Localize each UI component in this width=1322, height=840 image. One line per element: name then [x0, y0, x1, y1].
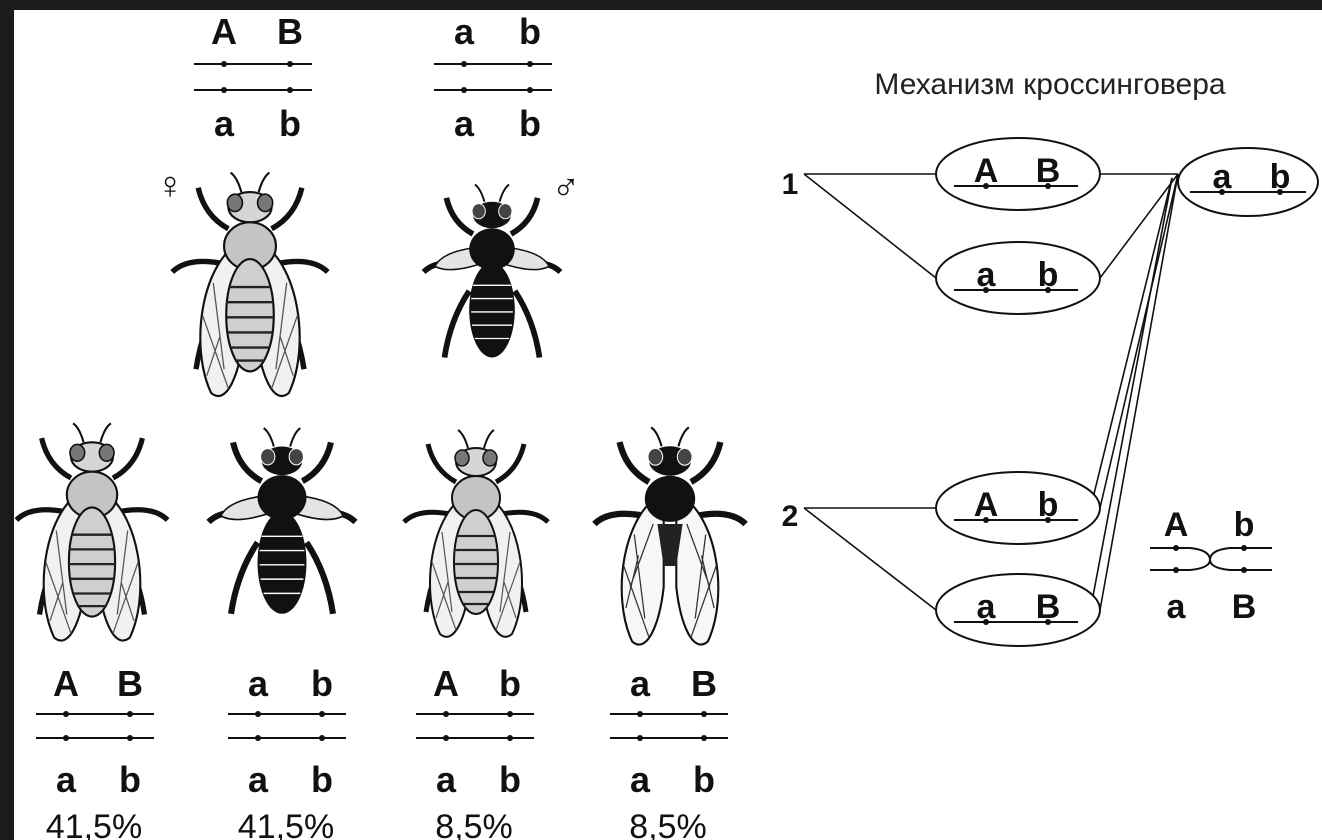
gene-label: a	[454, 103, 475, 144]
diagram-title: Механизм кроссинговера	[874, 68, 1225, 101]
diagram-canvas: A B a b a b a b ♀ ♂ A B a b 41,5% a	[14, 10, 1322, 840]
gene-label: B	[691, 663, 717, 704]
group-1-label: 1	[782, 168, 799, 201]
offspring-fly-icon-gray-vestigial	[404, 430, 548, 637]
gene-label: b	[693, 759, 715, 800]
crossing-over-diagram: A B a b a b a b ♀ ♂ A B a b 41,5% a	[14, 10, 1322, 840]
gene-label: A	[433, 663, 459, 704]
offspring-percent: 8,5%	[629, 808, 707, 840]
gene-label: b	[1234, 506, 1255, 544]
gamete-oval-Ab: A b	[936, 472, 1100, 544]
gene-label: a	[436, 759, 457, 800]
mechanism-lines	[804, 174, 1178, 612]
gene-label: b	[119, 759, 141, 800]
offspring-fly-icon-black-vestigial	[209, 428, 356, 614]
gene-label: a	[454, 11, 475, 52]
male-parent-fly-icon	[424, 185, 561, 358]
offspring-genotype-4: a B a b 8,5%	[610, 663, 728, 840]
offspring-fly-icon-black-normal	[594, 427, 745, 644]
male-symbol: ♂	[552, 167, 581, 209]
offspring-percent: 41,5%	[46, 808, 142, 840]
gene-label: a	[56, 759, 77, 800]
gene-label: a	[630, 759, 651, 800]
gene-label: A	[211, 11, 237, 52]
gene-label: b	[519, 11, 541, 52]
gene-label: b	[519, 103, 541, 144]
group-2-label: 2	[782, 500, 799, 533]
gene-label: a	[630, 663, 651, 704]
offspring-percent: 8,5%	[435, 808, 513, 840]
offspring-genotype-3: A b a b 8,5%	[416, 663, 534, 840]
gamete-oval-aB: a B	[936, 574, 1100, 646]
gene-label: A	[53, 663, 79, 704]
male-gamete-oval-ab: a b	[1178, 148, 1318, 216]
offspring-fly-icon-gray-normal	[16, 423, 167, 640]
gene-label: B	[117, 663, 143, 704]
gene-label: b	[499, 663, 521, 704]
offspring-genotype-2: a b a b 41,5%	[228, 663, 346, 840]
offspring-percent: 41,5%	[238, 808, 334, 840]
female-parent-fly-icon	[172, 173, 328, 396]
female-symbol: ♀	[156, 165, 185, 207]
gene-label: A	[1164, 506, 1189, 544]
gene-label: B	[277, 11, 303, 52]
gene-label: B	[1232, 588, 1257, 626]
gene-label: a	[1167, 588, 1187, 626]
gene-label: a	[248, 663, 269, 704]
gamete-oval-ab: a b	[936, 242, 1100, 314]
gene-label: b	[311, 759, 333, 800]
gene-label: a	[248, 759, 269, 800]
gamete-oval-AB: A B	[936, 138, 1100, 210]
gene-label: b	[279, 103, 301, 144]
crossover-illustration: A b a B	[1150, 506, 1272, 626]
female-parent-genotype: A B a b	[194, 11, 312, 144]
gene-label: a	[214, 103, 235, 144]
male-parent-genotype: a b a b	[434, 11, 552, 144]
offspring-genotype-1: A B a b 41,5%	[36, 663, 154, 840]
gene-label: b	[311, 663, 333, 704]
gene-label: b	[499, 759, 521, 800]
